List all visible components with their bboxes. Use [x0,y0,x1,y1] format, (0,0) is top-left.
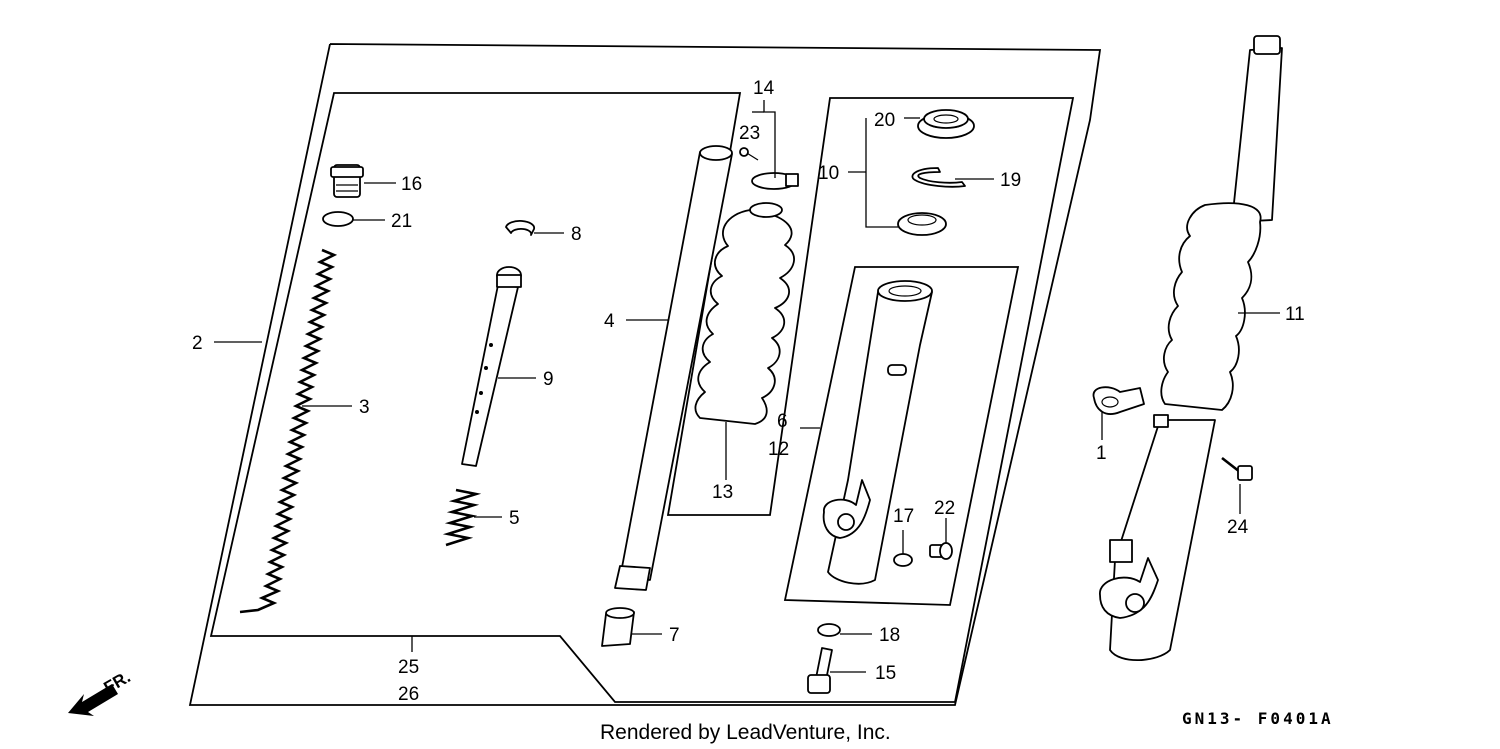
drawing-code: GN13- F0401A [1182,709,1334,728]
piston-part [461,266,522,467]
callout-19[interactable]: 19 [1000,170,1021,191]
boot-band-part [751,172,799,190]
render-credit: Rendered by LeadVenture, Inc. [600,721,891,744]
socket-bolt-head [807,674,831,694]
sealing-washer-part [817,623,841,637]
inner-frame-left [209,92,1075,703]
fork-slider-window [887,364,907,376]
front-direction-indicator: FR. [68,667,134,716]
callout-12[interactable]: 12 [768,439,789,460]
fork-boot-body [694,209,795,425]
oil-seal-outer [897,212,947,236]
washer-part [893,553,913,567]
fork-assembly-tube [1231,47,1283,223]
callout-8[interactable]: 8 [571,224,582,245]
flange-bolt-head [1237,465,1253,481]
fork-spring-part [239,248,338,614]
screw-head [739,147,749,157]
piston-collar [496,274,522,288]
front-direction-arrow-icon [68,684,118,716]
snap-ring-part [911,167,966,188]
fork-assembly-cap [1253,35,1281,55]
leader-14 [763,100,776,178]
dust-seal-lip [923,109,969,129]
piston-hole [489,343,493,347]
screw-part [739,147,759,161]
outer-frame [188,43,1102,706]
dust-seal-part [917,109,975,139]
drain-bolt-head [939,542,953,560]
piston-rod [461,284,519,467]
callout-25[interactable]: 25 [398,657,419,678]
front-fork-assembly-part [1099,35,1283,662]
fork-slider-axle-boss [822,479,871,539]
callout-21[interactable]: 21 [391,211,412,232]
fork-boot-part [694,202,795,425]
fork-slider-bore [888,285,922,297]
callout-10[interactable]: 10 [818,163,839,184]
piston-ring-part [505,220,536,236]
o-ring-part [322,211,354,227]
frames [188,43,1102,706]
clamp-bore [1101,396,1119,408]
oil-seal-bore [907,214,937,226]
fork-assembly-tab [1153,414,1169,428]
oil-lock-piece-top [605,607,635,619]
leader-lines [214,100,1280,673]
fork-assembly-axle-hole [1125,593,1145,613]
socket-bolt-part [807,647,833,694]
callout-labels: 2 3 4 5 6 12 7 8 9 10 11 13 14 15 16 17 … [192,78,1305,705]
boot-band-clip [785,173,799,187]
clamp-part [1092,386,1145,415]
inner-frame-slider [783,266,1020,606]
leader-10 [865,118,898,228]
fork-pipe-top [699,145,733,161]
flange-bolt-shank [1221,456,1241,474]
callout-23[interactable]: 23 [739,123,760,144]
callout-24[interactable]: 24 [1227,517,1249,538]
piston-hole [484,366,488,370]
fork-assembly-bracket [1109,539,1133,563]
callout-20[interactable]: 20 [874,110,895,131]
callout-3[interactable]: 3 [359,397,370,418]
oil-seal-part [897,212,947,236]
piston-hole [479,391,483,395]
callout-26[interactable]: 26 [398,684,419,705]
callout-14[interactable]: 14 [753,78,775,99]
clamp-body [1092,386,1145,415]
fork-pipe-bottom [614,565,651,591]
callout-11[interactable]: 11 [1285,304,1305,325]
callout-5[interactable]: 5 [509,508,520,529]
callout-13[interactable]: 13 [712,482,733,503]
callout-7[interactable]: 7 [669,625,680,646]
callout-9[interactable]: 9 [543,369,554,390]
callout-15[interactable]: 15 [875,663,896,684]
piston-hole [475,410,479,414]
dust-seal-bore [933,114,959,124]
fork-assembly-boot [1160,202,1262,411]
fork-slider-body [827,291,933,585]
fork-slider-top [877,280,933,302]
fork-slider-part [822,280,933,585]
fork-bolt-part [330,164,364,198]
fork-slider-axle-hole [837,513,855,531]
callout-6[interactable]: 6 [777,411,788,432]
fork-pipe-part [614,145,733,591]
callout-22[interactable]: 22 [934,498,955,519]
callout-17[interactable]: 17 [893,506,914,527]
rebound-spring-part [442,488,482,547]
callout-1[interactable]: 1 [1096,443,1107,464]
callout-4[interactable]: 4 [604,311,615,332]
drain-bolt-part [929,542,953,560]
flange-bolt-part [1221,456,1253,481]
callout-16[interactable]: 16 [401,174,422,195]
fork-boot-top [749,202,783,218]
fork-bolt-head [330,166,364,178]
oil-lock-piece-part [601,607,635,647]
callout-18[interactable]: 18 [879,625,900,646]
callout-2[interactable]: 2 [192,333,203,354]
